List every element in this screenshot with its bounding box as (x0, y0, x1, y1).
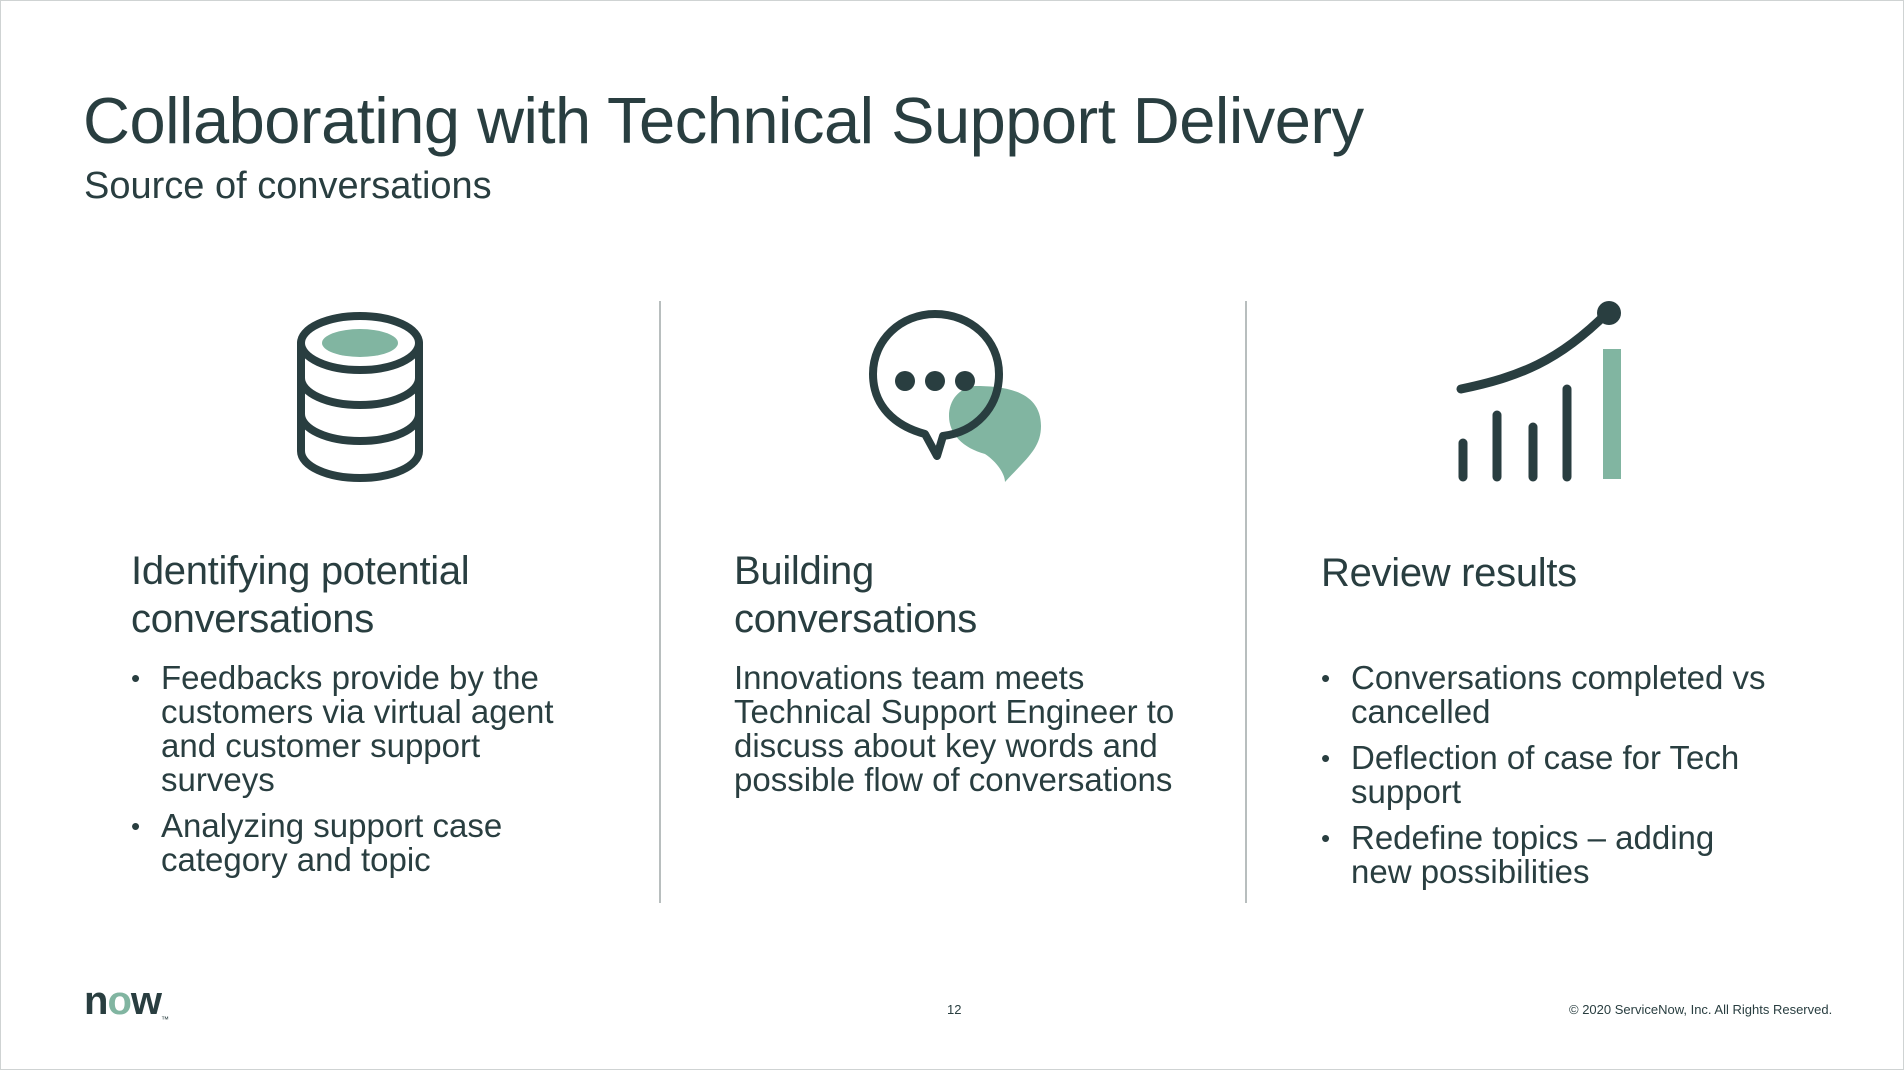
column-heading-line: Review results (1321, 551, 1577, 595)
bullet-list-identifying: Feedbacks provide by the customers via v… (131, 661, 601, 889)
chat-bubbles-icon (869, 310, 1041, 482)
bullet-list-review: Conversations completed vs cancelled Def… (1321, 661, 1771, 901)
logo-letter: w (130, 979, 162, 1023)
column-divider-1 (659, 301, 661, 903)
database-icon (297, 312, 423, 483)
building-paragraph: Innovations team meets Technical Support… (734, 659, 1175, 798)
column-heading-identifying: Identifying potential conversations (131, 547, 470, 643)
column-heading-line: Identifying potential (131, 549, 470, 593)
logo-trademark: ™ (161, 1015, 169, 1024)
bullet-item: Conversations completed vs cancelled (1321, 661, 1771, 729)
column-heading-building: Building conversations (734, 547, 977, 643)
bullet-item: Feedbacks provide by the customers via v… (131, 661, 601, 797)
servicenow-logo: now™ (84, 979, 169, 1024)
slide-subtitle: Source of conversations (84, 165, 492, 207)
copyright-notice: © 2020 ServiceNow, Inc. All Rights Reser… (1569, 1002, 1833, 1017)
bullet-item: Redefine topics – adding new possibiliti… (1321, 821, 1771, 889)
bullet-item: Analyzing support case category and topi… (131, 809, 601, 877)
page-number: 12 (947, 1002, 962, 1017)
column-heading-line: Building (734, 549, 874, 593)
growth-chart-icon (1456, 301, 1621, 482)
column-heading-line: conversations (734, 597, 977, 641)
column-divider-2 (1245, 301, 1247, 903)
logo-letter-accent: o (107, 979, 131, 1023)
logo-letter: n (84, 979, 108, 1023)
bullet-item: Deflection of case for Tech support (1321, 741, 1771, 809)
column-heading-review: Review results (1321, 549, 1577, 597)
column-heading-line: conversations (131, 597, 374, 641)
slide-title: Collaborating with Technical Support Del… (83, 84, 1364, 157)
